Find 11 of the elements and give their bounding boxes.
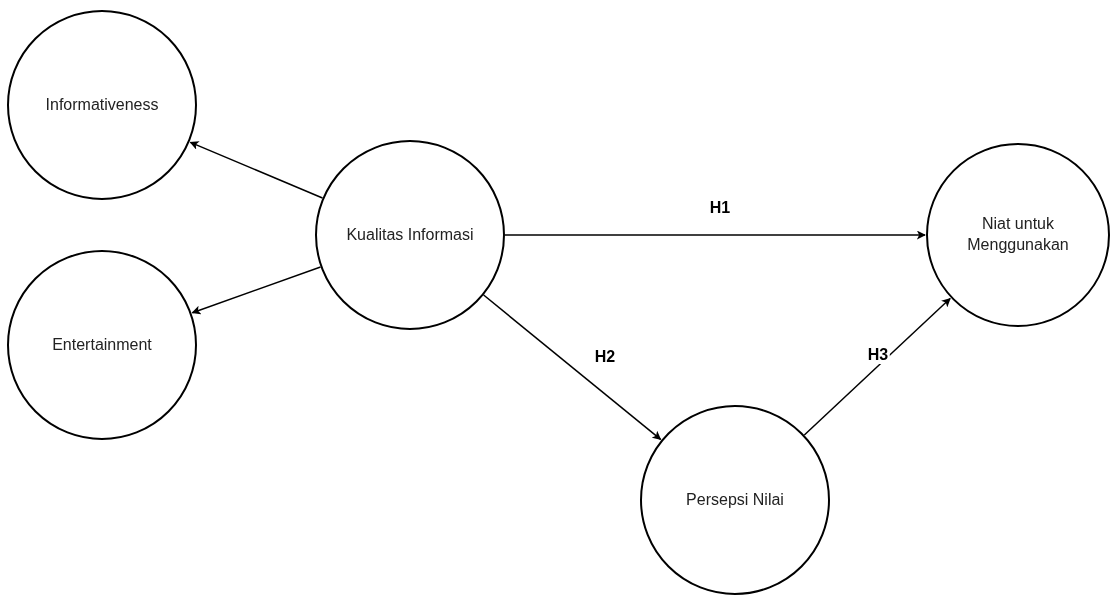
node-label: Entertainment [52, 334, 152, 355]
arrow [189, 141, 324, 199]
node-label: Niat untuk Menggunakan [966, 214, 1070, 255]
node-label: Persepsi Nilai [686, 489, 784, 510]
edge-label: H3 [865, 346, 891, 364]
arrow [803, 297, 951, 436]
arrow [191, 266, 322, 315]
arrow [504, 230, 926, 240]
arrow [482, 294, 662, 441]
node-label: Kualitas Informasi [346, 224, 474, 245]
node-label: Informativeness [45, 94, 159, 115]
